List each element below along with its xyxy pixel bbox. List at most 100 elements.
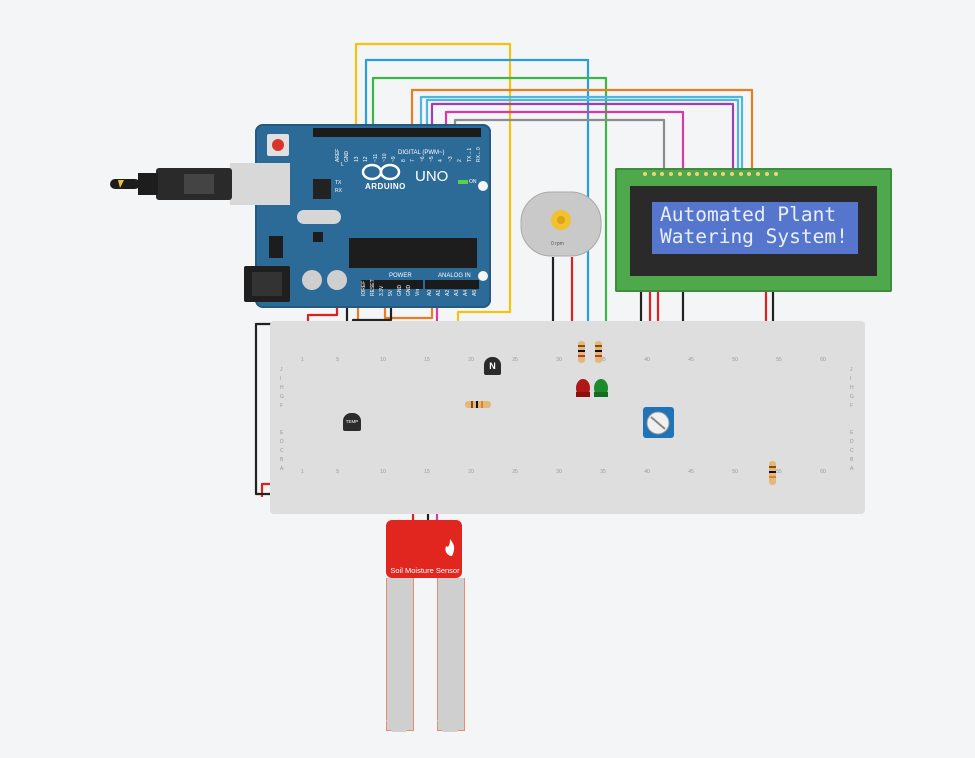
soil-moisture-sensor[interactable]: Soil Moisture Sensor	[386, 520, 462, 578]
resistor-bottom[interactable]	[769, 461, 776, 485]
led-label-tx: TX	[335, 180, 342, 186]
lcd-pin	[721, 172, 726, 176]
lcd-bezel: Automated Plant Watering System!	[630, 186, 877, 276]
column-number: 40	[644, 469, 650, 475]
sparkfun-flame-icon	[445, 539, 455, 556]
npn-transistor[interactable]: N	[484, 357, 501, 375]
transistor-label: N	[489, 361, 496, 371]
prong-tips	[386, 720, 463, 732]
column-number: 1	[301, 357, 304, 363]
row-letter: H	[850, 385, 854, 391]
temperature-sensor[interactable]: TEMP	[343, 413, 361, 431]
row-letter: A	[850, 466, 854, 472]
row-letter: E	[280, 430, 284, 436]
row-letter: H	[280, 385, 284, 391]
column-number: 60	[820, 469, 826, 475]
lcd-pin	[660, 172, 665, 176]
lcd-screen: Automated Plant Watering System!	[652, 202, 858, 254]
lcd-pin	[695, 172, 700, 176]
row-letter: C	[850, 448, 854, 454]
on-label: ON	[469, 179, 477, 185]
row-letter: B	[280, 457, 284, 463]
led-label-l: L	[341, 162, 344, 168]
lcd-display[interactable]: Automated Plant Watering System!	[615, 168, 892, 292]
red-led[interactable]	[576, 379, 590, 397]
led-label-rx: RX	[335, 188, 342, 194]
usb-cable[interactable]	[104, 160, 294, 208]
column-number: 25	[512, 469, 518, 475]
green-led[interactable]	[594, 379, 608, 397]
row-letter: I	[850, 376, 852, 382]
wire	[410, 88, 754, 173]
lcd-pin	[677, 172, 682, 176]
temp-sensor-label: TEMP	[345, 419, 359, 424]
row-letter: G	[280, 394, 284, 400]
row-letter: F	[850, 403, 854, 409]
sensor-prong-right	[437, 578, 465, 731]
motor-rpm: 0 rpm	[551, 241, 564, 247]
column-number: 50	[732, 469, 738, 475]
wire	[425, 98, 740, 173]
lcd-line-1: Automated Plant	[660, 203, 837, 226]
lcd-pin	[773, 172, 778, 176]
column-number: 25	[512, 357, 518, 363]
arduino-details	[267, 128, 488, 290]
board-brand: ARDUINO	[365, 182, 406, 191]
row-letter: E	[850, 430, 854, 436]
lcd-pin	[643, 172, 647, 176]
resistor-horizontal[interactable]	[465, 401, 491, 408]
motor-body	[520, 191, 602, 257]
lcd-pin	[764, 172, 769, 176]
column-number: 5	[336, 469, 339, 475]
row-letter: B	[850, 457, 854, 463]
column-number: 20	[468, 357, 474, 363]
dc-motor[interactable]: 0 rpm	[519, 190, 603, 258]
row-letter: F	[280, 403, 284, 409]
column-number: 30	[556, 357, 562, 363]
column-number: 40	[644, 357, 650, 363]
column-number: 15	[424, 357, 430, 363]
row-letter: D	[280, 439, 284, 445]
row-letter: C	[280, 448, 284, 454]
column-number: 45	[688, 357, 694, 363]
digital-label: DIGITAL (PWM~)	[398, 150, 445, 156]
column-number: 35	[600, 357, 606, 363]
column-number: 35	[600, 469, 606, 475]
column-number: 5	[336, 357, 339, 363]
column-number: 55	[776, 469, 782, 475]
lcd-pin	[756, 172, 761, 176]
column-number: 60	[820, 357, 826, 363]
column-number: 10	[380, 357, 386, 363]
potentiometer[interactable]	[643, 407, 674, 438]
lcd-pin	[730, 172, 734, 176]
soil-sensor-label: Soil Moisture Sensor	[390, 566, 460, 575]
lcd-pin	[738, 172, 743, 176]
column-number: 10	[380, 469, 386, 475]
column-number: 20	[468, 469, 474, 475]
lcd-pin	[686, 172, 691, 176]
row-letter: I	[280, 376, 282, 382]
arduino-uno-board[interactable]: UNO ARDUINO DIGITAL (PWM~) POWER ANALOG …	[255, 124, 491, 308]
lcd-pin	[712, 172, 717, 176]
column-number: 55	[776, 357, 782, 363]
column-number: 30	[556, 469, 562, 475]
sensor-prong-left	[386, 578, 414, 731]
wire	[371, 76, 608, 345]
wire	[383, 300, 434, 320]
column-number: 50	[732, 357, 738, 363]
lcd-pin	[703, 172, 708, 176]
column-number: 45	[688, 469, 694, 475]
row-letter: G	[850, 394, 854, 400]
resistor-green-led[interactable]	[595, 341, 602, 363]
row-letter: A	[280, 466, 284, 472]
column-number: 15	[424, 469, 430, 475]
row-letter: J	[850, 367, 853, 373]
resistor-red-led[interactable]	[578, 341, 585, 363]
analog-label: ANALOG IN	[438, 273, 471, 279]
board-model: UNO	[415, 168, 449, 185]
lcd-pin	[651, 172, 656, 176]
column-number: 1	[301, 469, 304, 475]
wire	[419, 95, 744, 173]
